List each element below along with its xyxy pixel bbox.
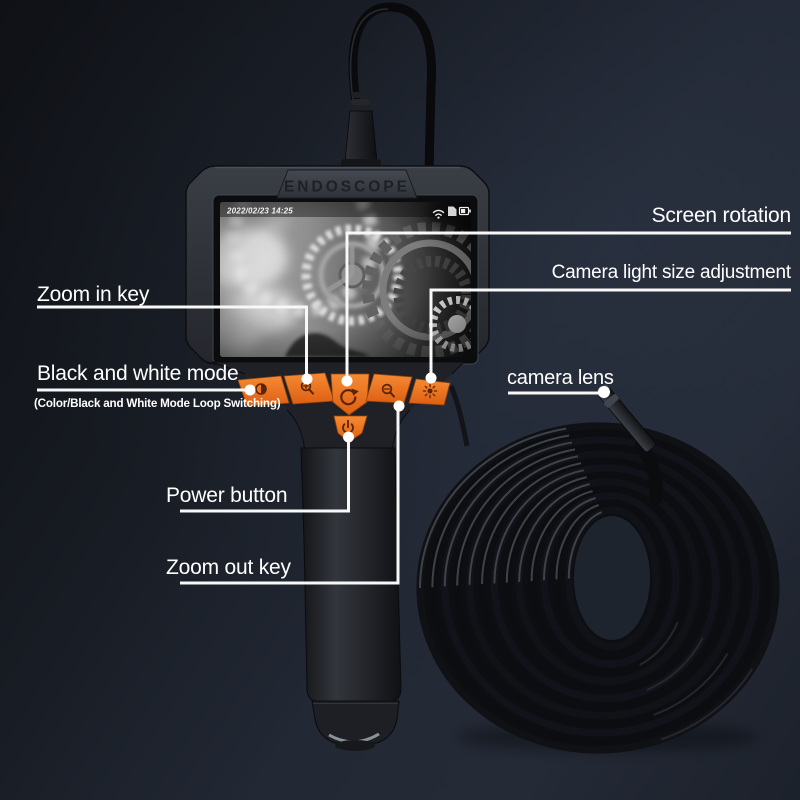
sd-card-icon bbox=[448, 206, 457, 216]
callout-line-zoom-out bbox=[180, 409, 400, 585]
zoom-out-icon bbox=[381, 383, 395, 398]
callout-label-black-white: Black and white mode bbox=[37, 362, 239, 385]
callout-label-camera-light: Camera light size adjustment bbox=[551, 262, 792, 283]
callout-label-zoom-in: Zoom in key bbox=[37, 283, 150, 306]
callout-label-screen-rotation: Screen rotation bbox=[651, 204, 792, 227]
callout-sublabel-black-white: (Color/Black and White Mode Loop Switchi… bbox=[34, 396, 281, 410]
screen-timestamp: 2022/02/23 14:25 bbox=[226, 207, 293, 216]
callout-label-power: Power button bbox=[166, 484, 288, 507]
battery-icon bbox=[458, 206, 471, 216]
screen-status-bar bbox=[220, 202, 471, 217]
device-handle bbox=[300, 447, 402, 751]
callout-dots bbox=[244, 372, 610, 443]
contrast-icon bbox=[255, 383, 267, 395]
callout-line-power bbox=[180, 440, 350, 513]
wifi-icon bbox=[432, 209, 445, 219]
probe-connector bbox=[341, 92, 381, 172]
top-cable bbox=[348, 2, 436, 173]
callout-label-zoom-out: Zoom out key bbox=[166, 556, 291, 579]
power-button bbox=[333, 415, 368, 443]
device-brand-label: ENDOSCOPE bbox=[284, 179, 410, 196]
probe-cable-coil bbox=[416, 422, 780, 754]
callout-line-screen-rotation bbox=[345, 231, 791, 378]
callout-dot-camera-lens bbox=[598, 386, 610, 398]
callout-dot-camera-light bbox=[425, 372, 437, 384]
brand-tab bbox=[276, 169, 418, 199]
brightness-icon bbox=[422, 383, 438, 399]
callout-label-camera-lens: camera lens bbox=[507, 367, 614, 389]
callout-dot-power bbox=[343, 431, 354, 443]
screen-rotation-button bbox=[330, 373, 370, 416]
rotate-icon bbox=[340, 388, 359, 406]
device-screen: 2022/02/23 14:25 bbox=[220, 202, 471, 357]
callout-line-zoom-in bbox=[37, 305, 308, 376]
callout-lines bbox=[37, 231, 791, 585]
probe-cable bbox=[448, 384, 470, 447]
callout-dot-screen-rotation bbox=[341, 375, 353, 387]
callout-line-camera-light bbox=[429, 288, 791, 375]
callout-dot-zoom-out bbox=[393, 400, 405, 412]
callout-dot-zoom-in bbox=[301, 373, 313, 385]
callout-dot-black-white bbox=[244, 384, 256, 396]
